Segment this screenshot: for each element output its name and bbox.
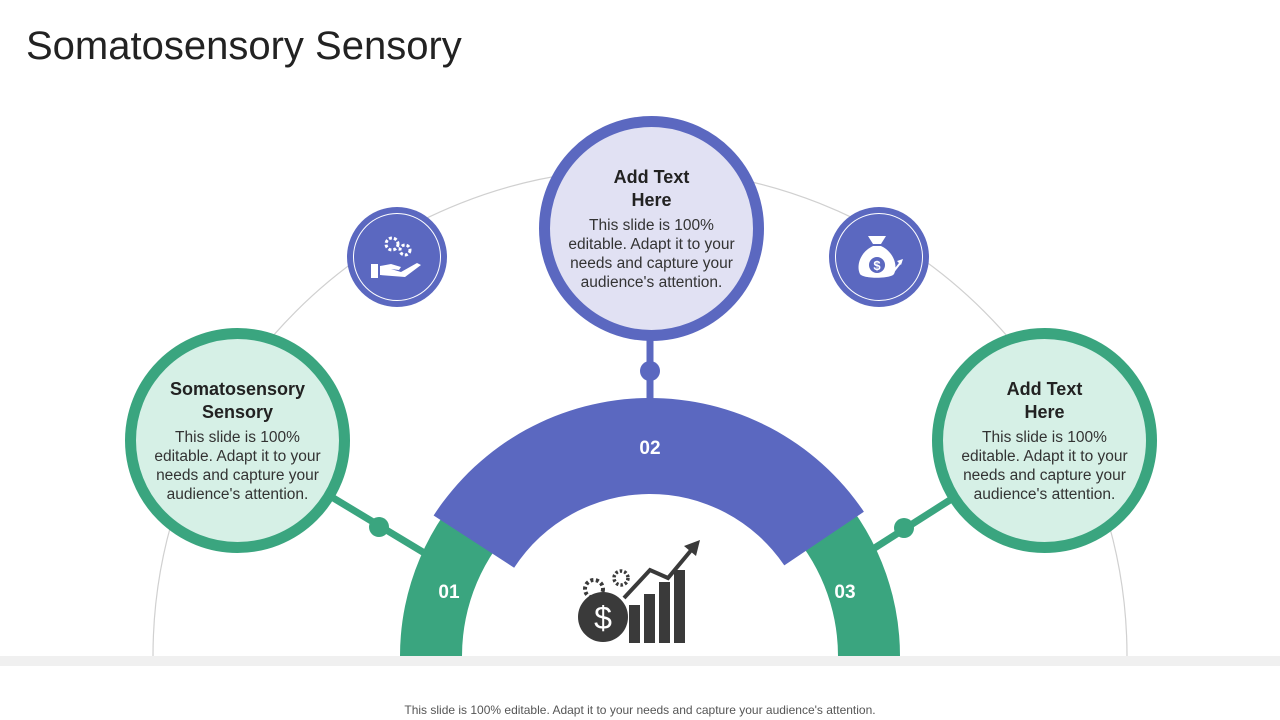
footer-band bbox=[0, 656, 1280, 666]
item-bubble-02: Add Text Here This slide is 100% editabl… bbox=[539, 116, 764, 341]
item-heading-02: Add Text Here bbox=[613, 166, 690, 210]
item-bubble-01: Somatosensory Sensory This slide is 100%… bbox=[125, 328, 350, 553]
segment-02 bbox=[433, 398, 864, 568]
page-title: Somatosensory Sensory bbox=[26, 24, 462, 68]
money-bag-icon-circle: $ bbox=[829, 207, 929, 307]
connector-dot-02 bbox=[640, 361, 660, 381]
item-body-01: This slide is 100% editable. Adapt it to… bbox=[154, 428, 321, 503]
item-heading-03: Add Text Here bbox=[1006, 378, 1083, 422]
item-body-03: This slide is 100% editable. Adapt it to… bbox=[961, 428, 1128, 503]
footer-note: This slide is 100% editable. Adapt it to… bbox=[404, 703, 876, 717]
dollar-growth-chart-icon: $ bbox=[578, 540, 700, 643]
item-bubble-03: Add Text Here This slide is 100% editabl… bbox=[932, 328, 1157, 553]
connector-dot-03 bbox=[894, 518, 914, 538]
svg-text:$: $ bbox=[594, 600, 612, 636]
item-heading-01: Somatosensory Sensory bbox=[169, 378, 306, 422]
segment-label-03: 03 bbox=[834, 582, 856, 603]
segment-label-02: 02 bbox=[639, 438, 661, 459]
segment-label-01: 01 bbox=[438, 582, 460, 603]
hand-gears-icon-circle bbox=[347, 207, 447, 307]
connector-dot-01 bbox=[369, 517, 389, 537]
item-body-02: This slide is 100% editable. Adapt it to… bbox=[568, 216, 735, 291]
